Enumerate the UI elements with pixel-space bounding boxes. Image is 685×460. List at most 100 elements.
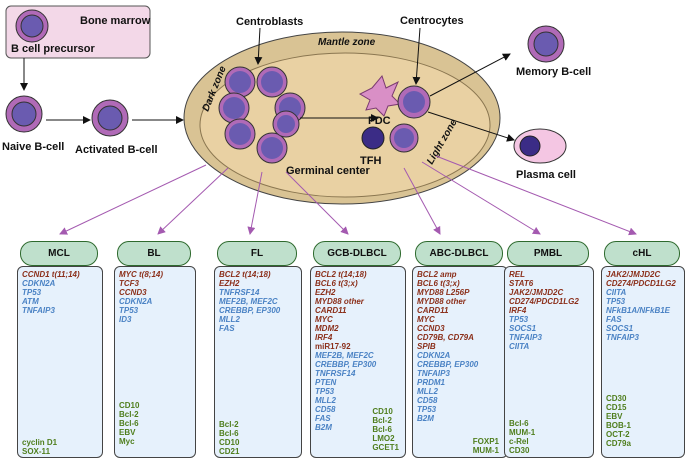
diagnostic-marker: CD10 xyxy=(219,438,240,447)
gene-alteration: IRF4 xyxy=(315,333,333,342)
gene-alteration: B2M xyxy=(417,414,434,423)
gene-alteration: TP53 xyxy=(22,288,42,297)
diagnostic-marker: CD15 xyxy=(606,403,627,412)
gene-alteration: miR17-92 xyxy=(315,342,351,351)
gene-alteration: IRF4 xyxy=(509,306,527,315)
gene-alteration: SOCS1 xyxy=(606,324,634,333)
gene-alteration: BCL2 amp xyxy=(417,270,457,279)
diagnostic-marker: SOX-11 xyxy=(22,447,51,456)
b-cell-development-diagram: Bone marrow B cell precursor Naive B-cel… xyxy=(2,5,637,236)
diagnostic-marker: EBV xyxy=(119,428,136,437)
gene-alteration: STAT6 xyxy=(509,279,534,288)
gene-alteration: CD274/PDCD1LG2 xyxy=(509,297,579,306)
diagnostic-marker: Bcl-2 xyxy=(372,416,392,425)
diagnostic-marker: Bcl-2 xyxy=(219,420,239,429)
diagnostic-marker: CD10 xyxy=(372,407,393,416)
gene-alteration: TNFRSF14 xyxy=(315,369,356,378)
diagnostic-marker: Myc xyxy=(119,437,135,446)
tfh-cell xyxy=(361,126,385,150)
memory-b-cell-label: Memory B-cell xyxy=(516,66,591,78)
gene-alteration: PRDM1 xyxy=(417,378,446,387)
diagnostic-marker: CD30 xyxy=(606,394,627,403)
gene-alteration: MLL2 xyxy=(315,396,336,405)
gene-alteration: TP53 xyxy=(315,387,335,396)
gene-alteration: FAS xyxy=(606,315,622,324)
gene-alteration: BCL6 t(3;x) xyxy=(315,279,358,288)
tfh-label: TFH xyxy=(360,155,381,167)
diagnostic-marker: MUM-1 xyxy=(509,428,536,437)
gene-alteration: MYD88 other xyxy=(315,297,364,306)
gene-alteration: TP53 xyxy=(119,306,139,315)
lymphoma-type-header: GCB-DLBCL xyxy=(313,241,401,266)
centroblasts-label: Centroblasts xyxy=(236,16,303,28)
mantle-zone-label: Mantle zone xyxy=(318,37,376,48)
diagnostic-marker: GCET1 xyxy=(372,443,399,452)
gene-alteration: MYC xyxy=(417,315,435,324)
gene-alteration: CCND3 xyxy=(119,288,147,297)
gene-alteration: TNFAIP3 xyxy=(509,333,542,342)
gene-alteration: JAK2/JMJD2C xyxy=(509,288,564,297)
gene-alteration: MYD88 L256P xyxy=(417,288,470,297)
diagnostic-marker: Bcl-6 xyxy=(119,419,139,428)
gene-alteration: SOCS1 xyxy=(509,324,537,333)
gene-alteration: JAK2/JMJD2C xyxy=(606,270,661,279)
gene-alteration: BCL2 t(14;18) xyxy=(219,270,271,279)
gene-alteration: TCF3 xyxy=(119,279,139,288)
lymphoma-type-header: cHL xyxy=(604,241,680,266)
gene-alteration: CIITA xyxy=(509,342,530,351)
diagnostic-marker: EBV xyxy=(606,412,623,421)
lymphoma-type-header: FL xyxy=(217,241,297,266)
diagnostic-marker: CD21 xyxy=(219,447,240,456)
gene-alteration: TP53 xyxy=(606,297,626,306)
centroblasts xyxy=(218,66,306,164)
gene-alteration: CD58 xyxy=(417,396,438,405)
gene-alteration: FAS xyxy=(219,324,235,333)
gene-alteration: TP53 xyxy=(509,315,529,324)
diagnostic-marker: OCT-2 xyxy=(606,430,630,439)
gene-alteration: TP53 xyxy=(417,405,437,414)
diagnostic-marker: CD30 xyxy=(509,446,530,455)
b-cell-precursor-label: B cell precursor xyxy=(11,43,95,55)
gene-alteration: EZH2 xyxy=(315,288,336,297)
gene-alteration: PTEN xyxy=(315,378,337,387)
diagnostic-marker: Bcl-2 xyxy=(119,410,139,419)
diagnostic-marker: CD10 xyxy=(119,401,140,410)
fdc-label: FDC xyxy=(368,115,391,127)
gene-alteration: TNFRSF14 xyxy=(219,288,260,297)
gene-alteration: CCND3 xyxy=(417,324,445,333)
bone-marrow-label: Bone marrow xyxy=(80,15,151,27)
gene-alteration: MYC t(8;14) xyxy=(119,270,164,279)
gene-alteration: CARD11 xyxy=(417,306,449,315)
gene-alteration: TNFAIP3 xyxy=(606,333,639,342)
gene-alteration: MLL2 xyxy=(417,387,438,396)
activated-b-cell-label: Activated B-cell xyxy=(75,144,158,156)
gene-alteration: CD79B, CD79A xyxy=(417,333,474,342)
diagnostic-marker: Bcl-6 xyxy=(372,425,392,434)
diagnostic-marker: BOB-1 xyxy=(606,421,631,430)
gene-alteration: MYD88 other xyxy=(417,297,466,306)
diagnostic-marker: Bcl-6 xyxy=(219,429,239,438)
diagnostic-marker: LMO2 xyxy=(372,434,395,443)
gene-alteration: ID3 xyxy=(119,315,132,324)
gene-alteration: B2M xyxy=(315,423,332,432)
gene-alteration: CDKN2A xyxy=(417,351,451,360)
gene-alteration: BCL6 t(3;x) xyxy=(417,279,460,288)
lymphoma-type-header: BL xyxy=(117,241,191,266)
gene-alteration: CIITA xyxy=(606,288,627,297)
gene-alteration: MEF2B, MEF2C xyxy=(219,297,278,306)
gene-alteration: ATM xyxy=(22,297,39,306)
